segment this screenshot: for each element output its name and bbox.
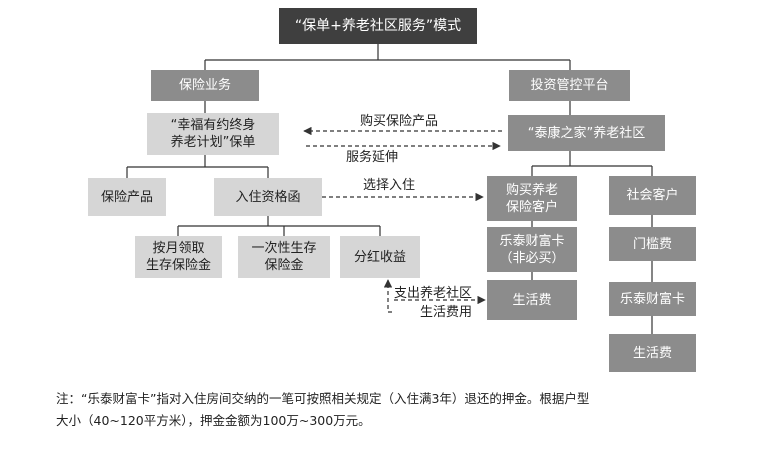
diagram-title: “保单+养老社区服务”模式	[279, 8, 477, 44]
edge-label-choose-stay: 选择入住	[363, 178, 416, 193]
node-buy-pension-customer: 购买养老 保险客户	[487, 176, 577, 221]
arrow-dividend-up	[383, 279, 393, 313]
node-living-cost-right: 生活费	[609, 334, 696, 372]
footnote-line-2: 大小（40~120平方米），押金金额为100万~300万元。	[56, 413, 371, 428]
node-insurance-business: 保险业务	[151, 70, 259, 101]
node-social-customer: 社会客户	[609, 176, 696, 215]
footnote-line-1: 注：“乐泰财富卡”指对入住房间交纳的一笔可按照相关规定（入住满3年）退还的押金。…	[56, 391, 590, 406]
edge-label-service-extension: 服务延伸	[346, 150, 399, 165]
node-letai-card: 乐泰财富卡	[609, 282, 696, 316]
node-insurance-product: 保险产品	[88, 178, 166, 216]
node-happiness-plan: “幸福有约终身 养老计划”保单	[147, 113, 279, 155]
node-living-cost-left: 生活费	[487, 280, 577, 320]
footnote: 注：“乐泰财富卡”指对入住房间交纳的一笔可按照相关规定（入住满3年）退还的押金。…	[56, 388, 746, 432]
node-monthly-pension: 按月领取 生存保险金	[135, 236, 222, 278]
node-letai-card-optional: 乐泰财富卡 （非必买）	[487, 227, 577, 272]
node-lump-sum: 一次性生存 保险金	[238, 236, 330, 278]
node-dividend: 分红收益	[340, 236, 420, 278]
node-investment-platform: 投资管控平台	[509, 70, 630, 101]
node-entry-fee: 门槛费	[609, 227, 696, 261]
edge-label-pay-living: 支出养老社区 生活费用	[394, 286, 473, 320]
edge-label-buy-product: 购买保险产品	[360, 114, 439, 129]
node-admission-letter: 入住资格函	[214, 178, 322, 216]
node-taikang-home: “泰康之家”养老社区	[508, 115, 665, 151]
